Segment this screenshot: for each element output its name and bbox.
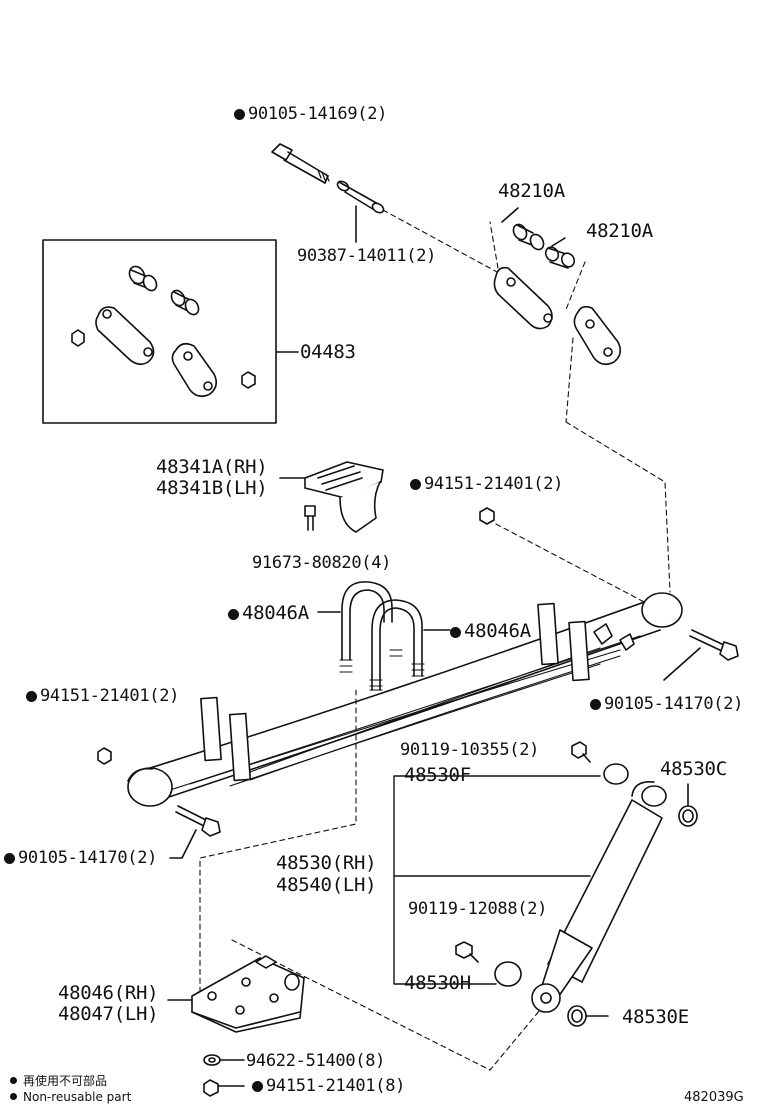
- label-plate-lh: 48047(LH): [58, 1003, 159, 1025]
- nut-left-drawing: [97, 747, 112, 765]
- drawing-number: 482039G: [684, 1090, 744, 1105]
- shock-absorber-drawing: [455, 741, 698, 1027]
- kit-contents-drawing: [71, 265, 256, 398]
- legend-en: Non-reusable part: [10, 1090, 131, 1104]
- label-shock-rh: 48530(RH): [276, 852, 377, 874]
- label-washer-e: 48530E: [622, 1006, 689, 1028]
- label-bushing-h: 48530H: [404, 972, 471, 994]
- label-shackle-a2: 48210A: [586, 220, 653, 242]
- shackle-drawing: [489, 207, 622, 423]
- bracket-drawing: [279, 461, 384, 533]
- legend-jp: 再使用不可部品: [10, 1072, 107, 1089]
- label-shock-lh: 48540(LH): [276, 874, 377, 896]
- label-kit: 04483: [300, 341, 356, 363]
- non-reusable-dot-icon: [590, 699, 601, 710]
- label-bushing-f: 48530F: [404, 764, 471, 786]
- nut-upper-drawing: [479, 507, 495, 525]
- non-reusable-dot-icon: [228, 609, 239, 620]
- bolt-right-spring-drawing: [663, 629, 739, 681]
- label-bolt-right-spring: 90105-14170(2): [590, 694, 743, 714]
- non-reusable-dot-icon: [26, 691, 37, 702]
- label-bushing-pin: 90387-14011(2): [297, 246, 437, 266]
- label-nut-upper: 94151-21401(2): [410, 474, 563, 494]
- label-washer-plate: 94622-51400(8): [246, 1051, 386, 1071]
- label-bracket-lh: 48341B(LH): [156, 477, 268, 499]
- label-ubolt-left: 48046A: [228, 602, 309, 624]
- label-bolt-left-spring: 90105-14170(2): [4, 848, 157, 868]
- label-ubolt-right: 48046A: [450, 620, 531, 642]
- label-bolt-shock-top: 90119-10355(2): [400, 740, 540, 760]
- bolt-left-spring-drawing: [169, 805, 221, 859]
- leaf-spring-drawing: [127, 592, 683, 807]
- label-nut-left: 94151-21401(2): [26, 686, 179, 706]
- label-nut-plate: 94151-21401(8): [252, 1076, 405, 1096]
- label-shackle-a1: 48210A: [498, 180, 565, 202]
- kit-box: [42, 239, 277, 424]
- legend-dot-icon: [10, 1093, 17, 1100]
- non-reusable-dot-icon: [410, 479, 421, 490]
- non-reusable-dot-icon: [234, 109, 245, 120]
- label-plate-rh: 48046(RH): [58, 982, 159, 1004]
- bolt-upper-drawing: [271, 143, 330, 184]
- label-washer-c: 48530C: [660, 758, 727, 780]
- bushing-pin-drawing: [336, 180, 385, 243]
- non-reusable-dot-icon: [252, 1081, 263, 1092]
- label-bolt-upper: 90105-14169(2): [234, 104, 387, 124]
- ubolt-drawing: [317, 581, 451, 691]
- non-reusable-dot-icon: [450, 627, 461, 638]
- label-bolt-bracket: 91673-80820(4): [252, 553, 392, 573]
- label-bracket-rh: 48341A(RH): [156, 456, 268, 478]
- legend-dot-icon: [10, 1077, 17, 1084]
- label-bolt-shock-bottom: 90119-12088(2): [408, 899, 548, 919]
- spring-plate-drawing: [167, 955, 305, 1097]
- non-reusable-dot-icon: [4, 853, 15, 864]
